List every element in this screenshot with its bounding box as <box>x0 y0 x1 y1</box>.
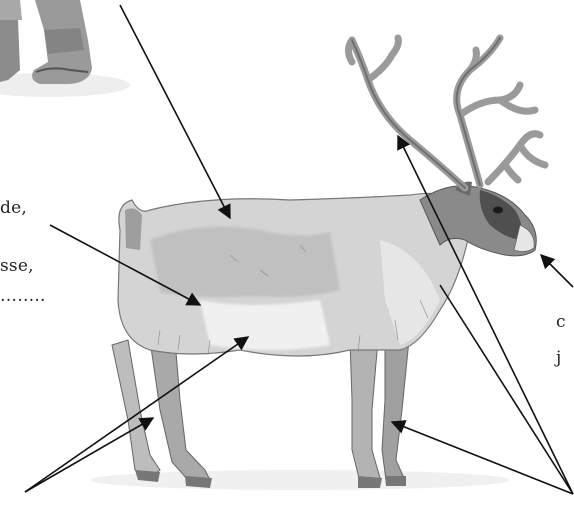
label-left-line-1: de, <box>0 198 27 218</box>
arrow-antler-2 <box>440 285 573 494</box>
label-right-line-2: j <box>556 348 561 368</box>
reindeer-illustration <box>90 38 545 490</box>
boots-illustration <box>0 0 130 97</box>
reindeer-front-leg <box>350 340 380 482</box>
arrow-muzzle <box>541 255 573 287</box>
label-left-line-3: …….. <box>0 286 46 306</box>
label-left-line-2: sse, <box>0 256 34 276</box>
arrow-back <box>120 5 230 218</box>
label-right-line-1: c <box>556 312 566 332</box>
reindeer-antlers <box>349 38 546 188</box>
